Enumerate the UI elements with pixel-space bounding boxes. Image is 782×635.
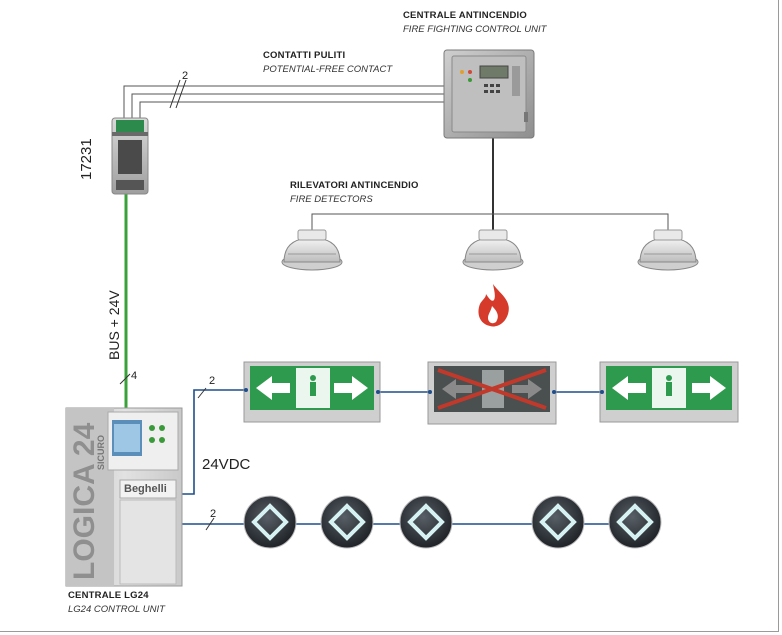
path-light-2 [320,495,374,549]
fire-panel-label: CENTRALE ANTINCENDIO FIRE FIGHTING CONTR… [403,10,546,35]
control-unit-title: CENTRALE LG24 [68,590,149,601]
fire-panel-device [443,49,535,139]
contact-wires [123,85,444,118]
detectors-title: RILEVATORI ANTINCENDIO [290,180,419,191]
control-unit-cabinet [65,407,183,587]
module-code: 17231 [78,138,95,180]
relay-module-17231 [111,117,149,195]
control-unit-subtitle: LG24 CONTROL UNIT [68,604,165,615]
fire-panel-subtitle: FIRE FIGHTING CONTROL UNIT [403,24,547,35]
detector-right [637,229,699,271]
path-light-5 [608,495,662,549]
contacts-subtitle: POTENTIAL-FREE CONTACT [263,64,393,75]
exit-sign-center-off [427,361,557,425]
exit-sign-left [243,361,381,423]
fire-panel-title: CENTRALE ANTINCENDIO [403,10,527,21]
fire-icon [478,284,509,327]
detectors-subtitle: FIRE DETECTORS [290,194,373,205]
contacts-label: CONTATTI PULITI POTENTIAL-FREE CONTACT [263,50,392,75]
bus-label: BUS + 24V [106,290,122,360]
badge-label: SICURO [96,434,106,470]
exit-sign-right [599,361,739,423]
detector-center [462,229,524,271]
voltage-label: 24VDC [202,456,251,473]
brand-label: Beghelli [124,483,167,495]
path-light-4 [531,495,585,549]
contacts-wire-count: 2 [182,70,189,82]
lights-wire-count: 2 [210,508,217,520]
bus-wire-count: 4 [131,370,138,382]
detector-left [281,229,343,271]
contacts-title: CONTATTI PULITI [263,50,346,61]
signs-wire-count: 2 [209,375,216,387]
path-light-1 [243,495,297,549]
sign-wires [180,389,600,495]
path-light-3 [399,495,453,549]
contact-wire-ticks [169,79,187,109]
detectors-label: RILEVATORI ANTINCENDIO FIRE DETECTORS [290,180,419,205]
control-unit-label: CENTRALE LG24 LG24 CONTROL UNIT [68,590,165,615]
